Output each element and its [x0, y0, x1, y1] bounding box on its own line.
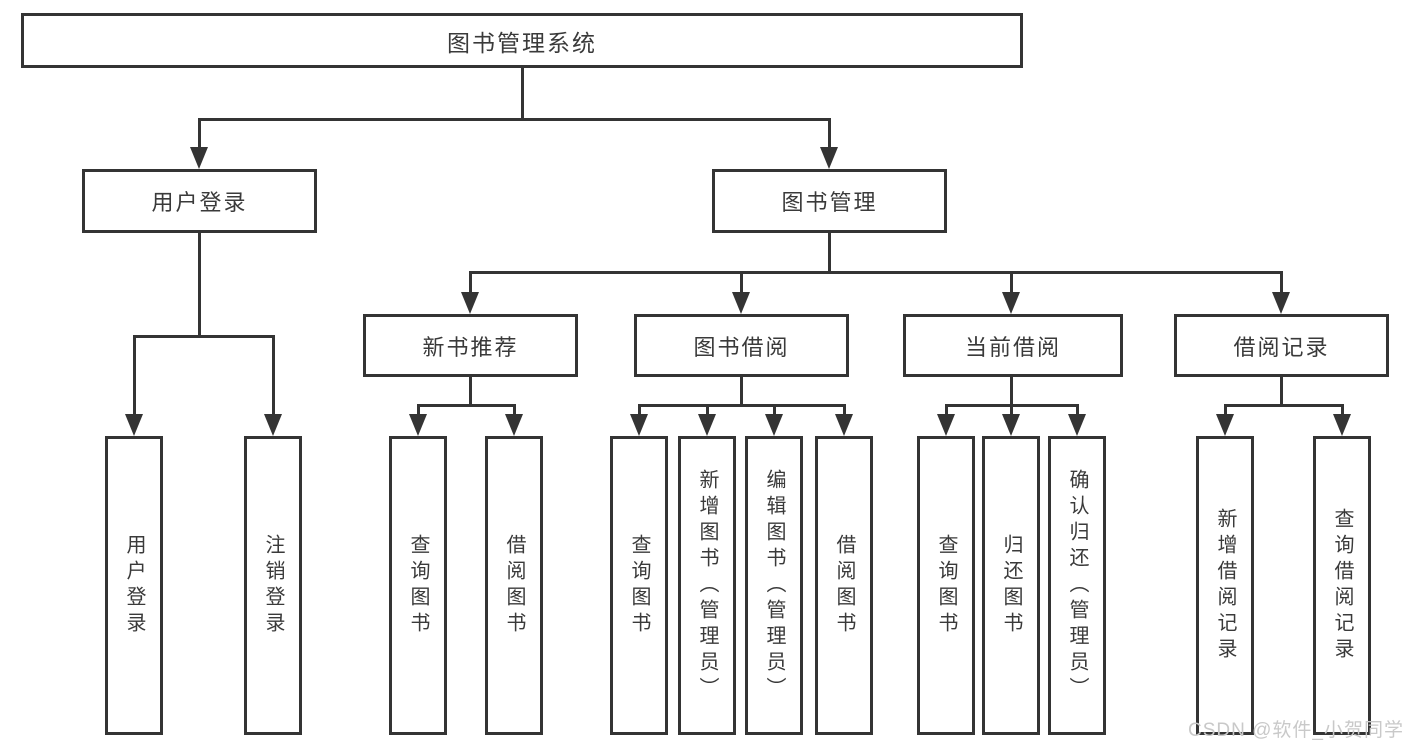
- node-book-management-label: 图书管理: [781, 190, 878, 215]
- leaf-borrow-book-label: 借阅图书: [833, 533, 855, 638]
- node-current-borrow-label: 当前借阅: [964, 334, 1061, 360]
- node-new-book-recommend: 新书推荐: [363, 314, 578, 377]
- connector-drop-cbreturn: [1010, 404, 1013, 416]
- connector-drop-bbborrow: [843, 404, 846, 416]
- connector-login-bar: [133, 335, 275, 338]
- connector-login-stem: [198, 233, 201, 337]
- connector-drop-records: [1280, 271, 1283, 294]
- connector-drop-mgmt: [828, 118, 831, 149]
- arrow-to-newbook: [461, 292, 479, 314]
- node-borrow-records-label: 借阅记录: [1233, 334, 1330, 360]
- leaf-records-add-label: 新增借阅记录: [1214, 507, 1236, 664]
- connector-drop-currentborrow: [1010, 271, 1013, 294]
- arrow-to-currentborrow: [1002, 292, 1020, 314]
- connector-drop-newbook: [469, 271, 472, 294]
- connector-currentborrow-stem: [1010, 377, 1013, 406]
- arrow-to-mgmt: [820, 147, 838, 169]
- node-current-borrow: 当前借阅: [903, 314, 1123, 377]
- arrow-to-login: [190, 147, 208, 169]
- arrow-to-cbquery: [937, 414, 955, 436]
- leaf-newbook-query: 查询图书: [389, 436, 447, 735]
- arrow-to-bookborrow: [732, 292, 750, 314]
- leaf-logout-label: 注销登录: [262, 533, 284, 638]
- leaf-user-login-label: 用户登录: [123, 533, 145, 638]
- connector-drop-nbborrow: [513, 404, 516, 416]
- leaf-current-query-label: 查询图书: [935, 533, 957, 638]
- leaf-user-login: 用户登录: [105, 436, 163, 735]
- connector-drop-userlogin: [133, 335, 136, 416]
- arrow-to-cbreturn: [1002, 414, 1020, 436]
- arrow-to-bbadd: [698, 414, 716, 436]
- node-user-login: 用户登录: [82, 169, 317, 233]
- node-new-book-recommend-label: 新书推荐: [422, 334, 519, 360]
- leaf-borrow-edit-admin-label: 编辑图书（管理员）: [763, 468, 785, 703]
- leaf-borrow-query-label: 查询图书: [628, 533, 650, 638]
- connector-level1-bar: [198, 118, 831, 121]
- node-book-borrow-label: 图书借阅: [693, 334, 790, 360]
- leaf-newbook-query-label: 查询图书: [407, 533, 429, 638]
- node-root: 图书管理系统: [21, 13, 1023, 68]
- connector-records-bar: [1224, 404, 1344, 407]
- node-book-borrow: 图书借阅: [634, 314, 849, 377]
- connector-bookborrow-bar: [638, 404, 846, 407]
- connector-newbook-stem: [469, 377, 472, 406]
- connector-drop-bbadd: [706, 404, 709, 416]
- leaf-records-query: 查询借阅记录: [1313, 436, 1371, 735]
- connector-drop-bbquery: [638, 404, 641, 416]
- csdn-watermark: CSDN @软件_小贺同学: [1188, 720, 1404, 741]
- connector-drop-bookborrow: [740, 271, 743, 294]
- connector-drop-logout: [272, 335, 275, 416]
- connector-mgmt-stem: [828, 233, 831, 274]
- arrow-to-cbconfirm: [1068, 414, 1086, 436]
- arrow-to-nbquery: [409, 414, 427, 436]
- arrow-to-bbquery: [630, 414, 648, 436]
- arrow-to-brquery: [1333, 414, 1351, 436]
- leaf-current-query: 查询图书: [917, 436, 975, 735]
- leaf-borrow-query: 查询图书: [610, 436, 668, 735]
- arrow-to-bradd: [1216, 414, 1234, 436]
- leaf-current-confirm-admin: 确认归还（管理员）: [1048, 436, 1106, 735]
- leaf-borrow-add-admin-label: 新增图书（管理员）: [696, 468, 718, 703]
- node-user-login-label: 用户登录: [151, 190, 248, 215]
- arrow-to-bbedit: [765, 414, 783, 436]
- arrow-to-nbborrow: [505, 414, 523, 436]
- connector-drop-nbquery: [417, 404, 420, 416]
- leaf-records-query-label: 查询借阅记录: [1331, 507, 1353, 664]
- node-root-label: 图书管理系统: [447, 29, 597, 56]
- leaf-current-confirm-admin-label: 确认归还（管理员）: [1066, 468, 1088, 703]
- connector-bookborrow-stem: [740, 377, 743, 406]
- node-book-management: 图书管理: [712, 169, 947, 233]
- leaf-newbook-borrow-label: 借阅图书: [503, 533, 525, 638]
- connector-records-stem: [1280, 377, 1283, 406]
- node-borrow-records: 借阅记录: [1174, 314, 1389, 377]
- leaf-borrow-add-admin: 新增图书（管理员）: [678, 436, 736, 735]
- connector-drop-login: [198, 118, 201, 149]
- connector-level3-bar: [469, 271, 1283, 274]
- arrow-to-records: [1272, 292, 1290, 314]
- leaf-current-return: 归还图书: [982, 436, 1040, 735]
- leaf-newbook-borrow: 借阅图书: [485, 436, 543, 735]
- connector-drop-bradd: [1224, 404, 1227, 416]
- connector-drop-cbconfirm: [1076, 404, 1079, 416]
- leaf-records-add: 新增借阅记录: [1196, 436, 1254, 735]
- connector-drop-bbedit: [773, 404, 776, 416]
- arrow-to-userlogin: [125, 414, 143, 436]
- connector-drop-cbquery: [945, 404, 948, 416]
- leaf-current-return-label: 归还图书: [1000, 533, 1022, 638]
- leaf-logout: 注销登录: [244, 436, 302, 735]
- arrow-to-logout: [264, 414, 282, 436]
- leaf-borrow-book: 借阅图书: [815, 436, 873, 735]
- connector-newbook-bar: [417, 404, 516, 407]
- connector-drop-brquery: [1341, 404, 1344, 416]
- leaf-borrow-edit-admin: 编辑图书（管理员）: [745, 436, 803, 735]
- connector-root-stem: [521, 68, 524, 121]
- arrow-to-bbborrow: [835, 414, 853, 436]
